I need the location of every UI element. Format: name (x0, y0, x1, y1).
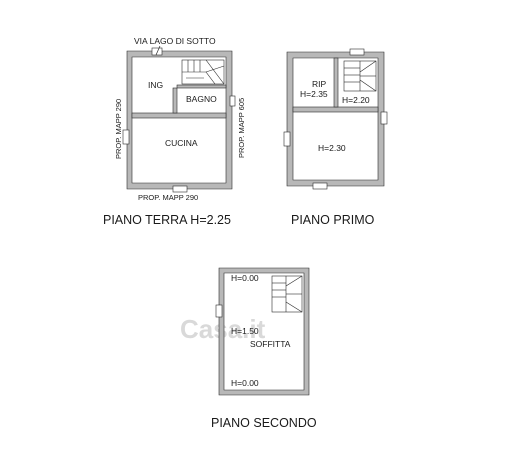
ground-stair-wall (176, 84, 227, 89)
first-window-left (283, 131, 291, 147)
ground-room-cucina: CUCINA (165, 138, 198, 148)
second-bottom-height: H=0.00 (231, 378, 259, 388)
first-partition-vertical (333, 57, 339, 108)
first-window-bottom (312, 182, 328, 190)
second-floor-plan: H=0.00 H=1.50 SOFFITTA H=0.00 PIANO SECO… (211, 267, 317, 430)
street-pointer-line (155, 45, 161, 56)
first-floor-plan: RIP H=2.35 H=2.20 H=2.30 PIANO PRIMO (283, 48, 388, 227)
ground-neighbor-right: PROP. MAPP 605 (237, 98, 246, 158)
ground-partition-vertical (172, 87, 178, 114)
ground-window-left (122, 129, 130, 145)
first-stair-height: H=2.20 (342, 95, 370, 105)
ground-neighbor-bottom: PROP. MAPP 290 (138, 193, 198, 202)
first-rip-height: H=2.35 (300, 89, 328, 99)
ground-window-right (229, 95, 236, 107)
ground-room-ing: ING (148, 80, 163, 90)
second-floor-caption: PIANO SECONDO (211, 416, 317, 430)
second-outer-walls (218, 267, 310, 396)
second-window-left (215, 304, 223, 318)
ground-room-bagno: BAGNO (186, 94, 217, 104)
first-window-right (380, 111, 388, 125)
ground-staircase (181, 59, 225, 85)
street-label: VIA LAGO DI SOTTO (134, 36, 216, 46)
second-room-soffitta: SOFFITTA (250, 339, 291, 349)
first-window-top (349, 48, 365, 56)
ground-floor-caption: PIANO TERRA H=2.25 (103, 213, 231, 227)
ground-entrance-door (151, 47, 163, 56)
ground-outer-walls (126, 50, 233, 190)
first-staircase (343, 60, 377, 92)
second-mid-height: H=1.50 (231, 326, 259, 336)
ground-window-bottom (172, 185, 188, 193)
ground-floor-plan: VIA LAGO DI SOTTO ING BAGNO CUCINA PROP.… (103, 36, 246, 227)
first-main-height: H=2.30 (318, 143, 346, 153)
second-top-height: H=0.00 (231, 273, 259, 283)
ground-partition-horizontal (131, 112, 227, 119)
first-floor-caption: PIANO PRIMO (291, 213, 375, 227)
ground-neighbor-left: PROP. MAPP 290 (114, 99, 123, 159)
second-staircase (271, 275, 303, 313)
first-partition-horizontal (292, 106, 379, 113)
first-room-rip: RIP (312, 79, 327, 89)
